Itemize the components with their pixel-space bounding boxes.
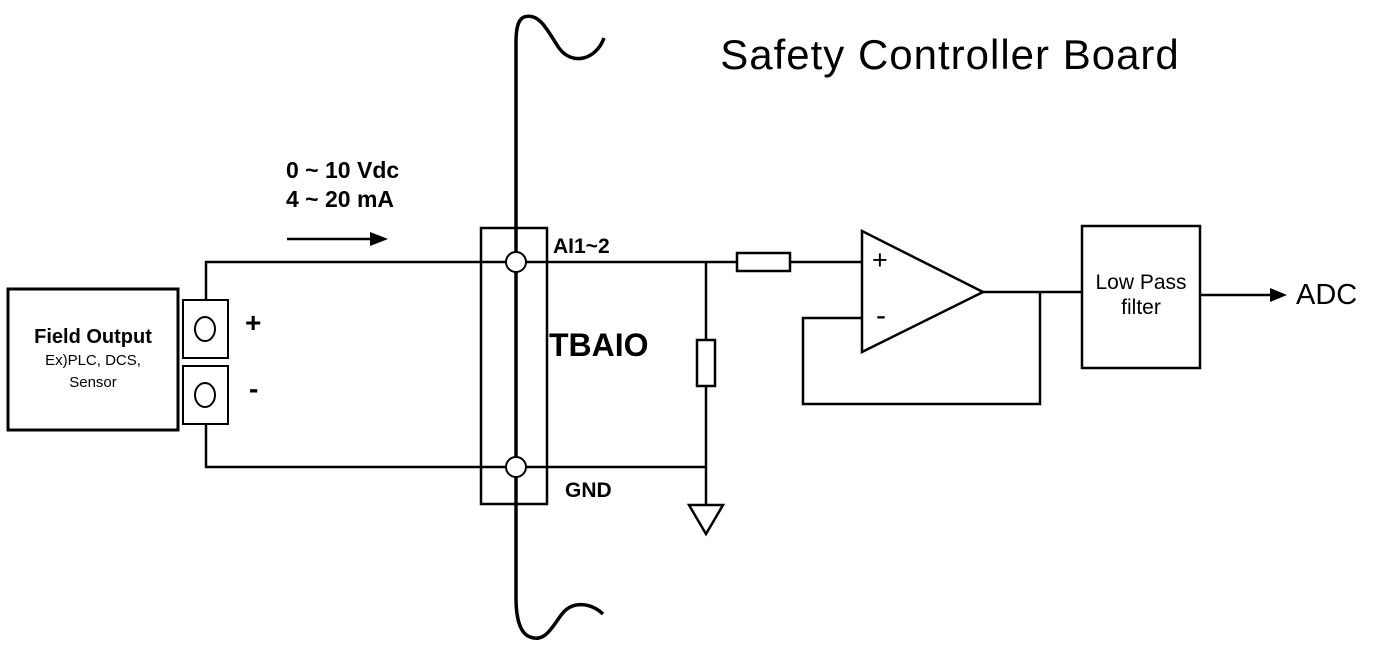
adc-output-label: ADC bbox=[1296, 279, 1358, 311]
tbaio-gnd-label: GND bbox=[565, 479, 612, 502]
terminal-plus-label: + bbox=[245, 307, 262, 338]
signal-range-voltage: 0 ~ 10 Vdc bbox=[286, 157, 400, 183]
series-resistor bbox=[735, 251, 792, 273]
field-output-subtitle-1: Ex)PLC, DCS, bbox=[45, 352, 141, 369]
signal-range-current: 4 ~ 20 mA bbox=[286, 186, 395, 212]
tbaio-ai-label: AI1~2 bbox=[553, 235, 610, 258]
terminal-minus-screw bbox=[194, 382, 216, 408]
signal-flow-arrowhead bbox=[370, 232, 388, 246]
opamp-triangle bbox=[860, 228, 986, 355]
opamp-minus-input-label: - bbox=[876, 299, 886, 332]
wire-feedback-loop bbox=[801, 292, 1042, 406]
shunt-resistor bbox=[695, 338, 717, 388]
ground-symbol bbox=[686, 503, 726, 537]
terminal-blocks bbox=[182, 299, 229, 425]
low-pass-filter-label-line1: Low Pass bbox=[1095, 271, 1187, 294]
board-boundary-line bbox=[514, 14, 606, 640]
low-pass-filter-label: Low Pass filter bbox=[1083, 270, 1199, 320]
terminal-minus-label: - bbox=[249, 373, 259, 404]
signal-flow-arrow bbox=[287, 232, 388, 246]
wire-plus-to-tbaio bbox=[204, 260, 506, 300]
low-pass-filter-box bbox=[1080, 224, 1202, 370]
tbaio-ai-terminal bbox=[505, 251, 527, 273]
diagram-title: Safety Controller Board bbox=[720, 31, 1180, 78]
wire-minus-to-tbaio bbox=[204, 424, 506, 469]
tbaio-block bbox=[479, 226, 549, 506]
field-output-title: Field Output bbox=[34, 326, 152, 348]
opamp-plus-input-label: + bbox=[872, 245, 888, 275]
tbaio-gnd-terminal bbox=[505, 456, 527, 478]
tbaio-name-label: TBAIO bbox=[549, 327, 649, 363]
field-output-box bbox=[6, 287, 180, 432]
terminal-plus-screw bbox=[194, 316, 216, 342]
field-output-subtitle-2: Sensor bbox=[69, 374, 117, 391]
adc-arrowhead bbox=[1270, 288, 1287, 302]
low-pass-filter-label-line2: filter bbox=[1121, 296, 1161, 320]
wires bbox=[204, 260, 1272, 505]
